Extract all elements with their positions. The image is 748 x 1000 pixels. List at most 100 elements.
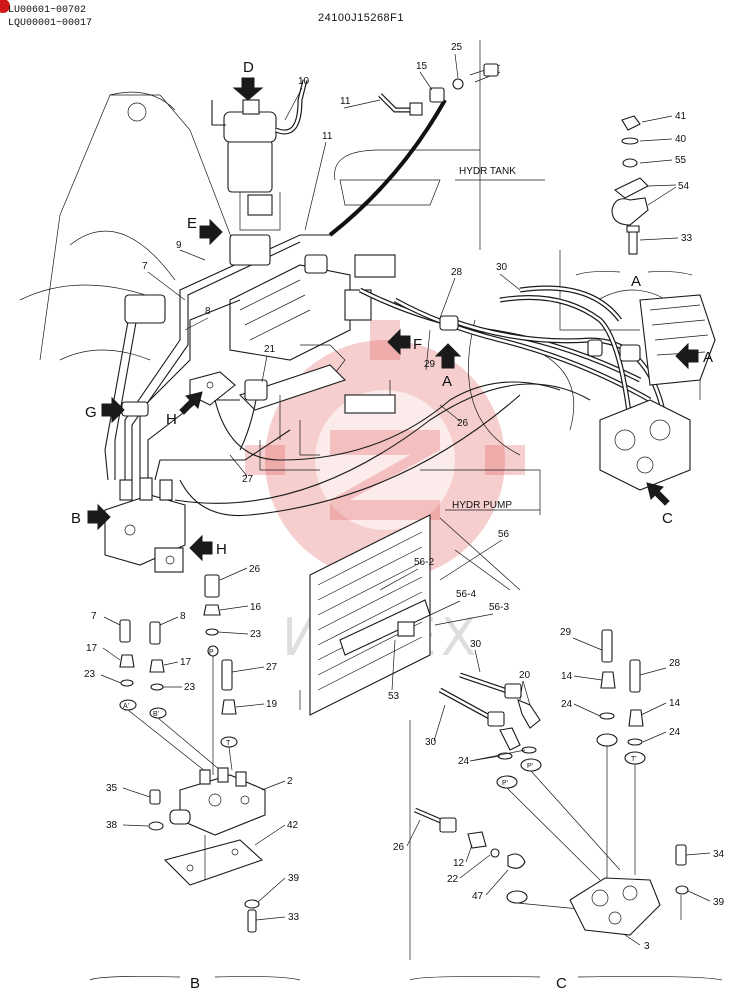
- arrow-label-c: C: [662, 510, 673, 527]
- detail-b-label-35: 35: [106, 783, 118, 794]
- detail-b-label-38: 38: [106, 820, 118, 831]
- port-mark-b1: B': [153, 711, 159, 718]
- label-10: 10: [298, 76, 310, 87]
- main-part-labels: 10 11 11 15 25 9 7 8 21 28 30 29 27 26 5…: [142, 42, 521, 702]
- detail-b-label-16: 16: [250, 602, 262, 613]
- detail-a-label-54: 54: [678, 181, 690, 192]
- detail-c-label-34: 34: [713, 849, 725, 860]
- arrow-c-icon: [646, 482, 670, 506]
- arrow-h-main-icon: [179, 391, 203, 415]
- arrow-label-g: G: [85, 404, 97, 421]
- arrow-f-icon: [387, 328, 411, 356]
- hydr-tank-label: HYDR TANK: [459, 166, 516, 177]
- label-29: 29: [424, 359, 436, 370]
- label-56-2: 56-2: [414, 557, 434, 568]
- detail-b-label-7: 7: [91, 611, 97, 622]
- detail-c-label-12: 12: [453, 858, 465, 869]
- pilot-lines: [104, 234, 521, 517]
- arrow-label-e: E: [187, 215, 197, 232]
- port-mark-p-b: P: [209, 649, 214, 656]
- detail-c: P' P' T' 30 20 30: [393, 627, 725, 992]
- port-mark-a1: A': [123, 703, 129, 710]
- port-mark-p-c2: P': [527, 763, 533, 770]
- detail-b-label-23a: 23: [250, 629, 262, 640]
- label-7: 7: [142, 261, 148, 272]
- label-27: 27: [242, 474, 254, 485]
- drawing-code: 24100J15268F1: [318, 12, 404, 24]
- arrow-a-up-icon: [434, 343, 462, 369]
- detail-b-label-33: 33: [288, 912, 300, 923]
- fitting-21: [239, 379, 268, 451]
- port-mark-t: T: [226, 740, 231, 747]
- arrow-label-d: D: [243, 59, 254, 76]
- label-56-4: 56-4: [456, 589, 476, 600]
- detail-b-title: B: [190, 975, 200, 992]
- tank-hose: [328, 99, 447, 237]
- label-56: 56: [498, 529, 510, 540]
- pilot-valve-main: [104, 477, 186, 573]
- detail-a-label-55: 55: [675, 155, 687, 166]
- detail-a-label-33: 33: [681, 233, 693, 244]
- oil-cooler-56: [299, 514, 431, 716]
- detail-b-label-19: 19: [266, 699, 278, 710]
- detail-c-label-22: 22: [447, 874, 459, 885]
- detail-c-label-24a: 24: [561, 699, 573, 710]
- label-28: 28: [451, 267, 463, 278]
- detail-c-label-39: 39: [713, 897, 725, 908]
- detail-c-label-20: 20: [519, 670, 531, 681]
- arrow-d-icon: [232, 77, 264, 101]
- detail-c-label-28: 28: [669, 658, 681, 669]
- hose-fitting-11: [378, 93, 423, 116]
- return-filter-assembly: [211, 79, 308, 231]
- detail-c-title: C: [556, 975, 567, 992]
- label-9: 9: [176, 240, 182, 251]
- label-21: 21: [264, 344, 276, 355]
- serial-range-2: LQU00001~00017: [8, 18, 92, 29]
- detail-c-label-24c: 24: [458, 756, 470, 767]
- detail-b-label-26: 26: [249, 564, 261, 575]
- serial-range-1: LU00601~00702: [8, 5, 86, 16]
- label-30: 30: [496, 262, 508, 273]
- detail-a-label-41: 41: [675, 111, 687, 122]
- detail-c-label-14b: 14: [669, 698, 681, 709]
- arrow-h-pilot-icon: [189, 534, 213, 562]
- detail-c-label-3: 3: [644, 941, 650, 952]
- arrow-e-icon: [199, 218, 223, 246]
- detail-b-label-39: 39: [288, 873, 300, 884]
- label-15: 15: [416, 61, 428, 72]
- arrow-label-h-main: H: [166, 411, 177, 428]
- detail-c-label-29: 29: [560, 627, 572, 638]
- detail-b-label-17b: 17: [180, 657, 192, 668]
- hose-27: [214, 381, 561, 461]
- detail-b-label-2: 2: [287, 776, 293, 787]
- arrow-label-b: B: [71, 510, 81, 527]
- fitting-26-b: [204, 574, 220, 598]
- port-mark-t-c: T': [631, 756, 637, 763]
- detail-b-label-23c: 23: [184, 682, 196, 693]
- detail-b-label-42: 42: [287, 820, 299, 831]
- detail-a: 41 40 55 54 33 A: [575, 111, 693, 290]
- detail-a-label-40: 40: [675, 134, 687, 145]
- arrow-label-a-main: A: [442, 373, 452, 390]
- label-26: 26: [457, 418, 469, 429]
- detail-c-label-30a: 30: [470, 639, 482, 650]
- arrow-label-a-right: A: [703, 349, 713, 366]
- detail-c-label-30b: 30: [425, 737, 437, 748]
- arrow-label-h-pilot: H: [216, 541, 227, 558]
- detail-b-label-17a: 17: [86, 643, 98, 654]
- corner-mark-icon: [0, 0, 10, 13]
- detail-a-title: A: [631, 273, 641, 290]
- detail-b-label-27: 27: [266, 662, 278, 673]
- arrow-label-f: F: [413, 336, 422, 353]
- label-53: 53: [388, 691, 400, 702]
- detail-c-label-14a: 14: [561, 671, 573, 682]
- detail-c-label-26: 26: [393, 842, 405, 853]
- hydr-pump-label: HYDR PUMP: [452, 500, 512, 511]
- port-mark-p-c: P': [502, 780, 508, 787]
- label-56-3: 56-3: [489, 602, 509, 613]
- label-11b: 11: [322, 131, 333, 142]
- label-8: 8: [205, 306, 211, 317]
- detail-c-label-47: 47: [472, 891, 484, 902]
- label-25: 25: [451, 42, 463, 53]
